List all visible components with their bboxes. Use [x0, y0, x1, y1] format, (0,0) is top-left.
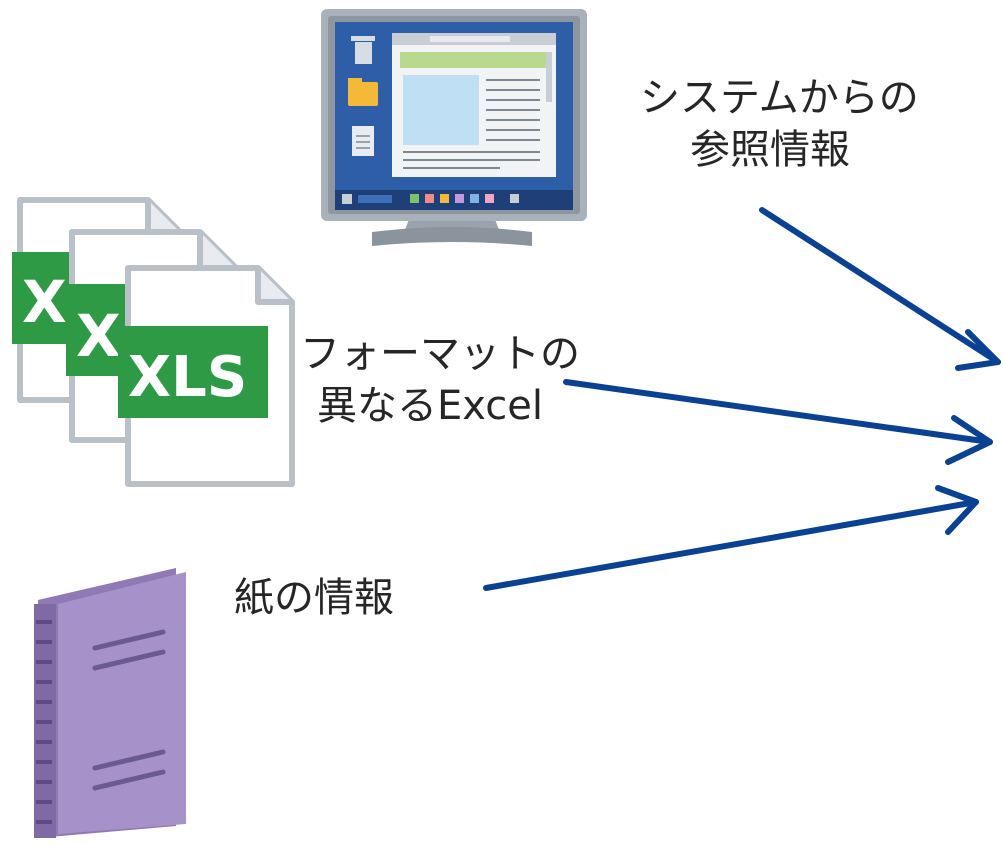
excel-badge-front: XLS: [128, 345, 247, 410]
binder-icon: [34, 568, 186, 838]
arrow-from-paper: [483, 485, 979, 591]
label-system-reference: システムからの 参照情報: [640, 72, 919, 176]
excel-badge-back: X: [22, 268, 67, 336]
label-paper-info: 紙の情報: [234, 572, 394, 624]
arrows: [483, 207, 1001, 591]
label-different-excel: フォーマットの 異なるExcel: [300, 328, 580, 432]
browser-window-icon: [392, 33, 556, 177]
label-excel-line1: フォーマットの: [300, 331, 580, 377]
folder-icon: [348, 78, 378, 106]
label-system-line2: 参照情報: [690, 127, 850, 173]
arrow-from-excel: [563, 379, 993, 465]
arrow-from-system: [759, 207, 1001, 371]
document-icon: [352, 126, 374, 156]
excel-files-icon: X X XLS: [12, 197, 295, 487]
label-excel-line2: 異なるExcel: [317, 383, 543, 429]
excel-badge-middle: X: [76, 302, 121, 370]
label-system-line1: システムからの: [640, 75, 919, 121]
trash-icon: [351, 36, 375, 64]
computer-monitor-icon: [321, 9, 587, 246]
label-paper-line1: 紙の情報: [234, 575, 394, 621]
